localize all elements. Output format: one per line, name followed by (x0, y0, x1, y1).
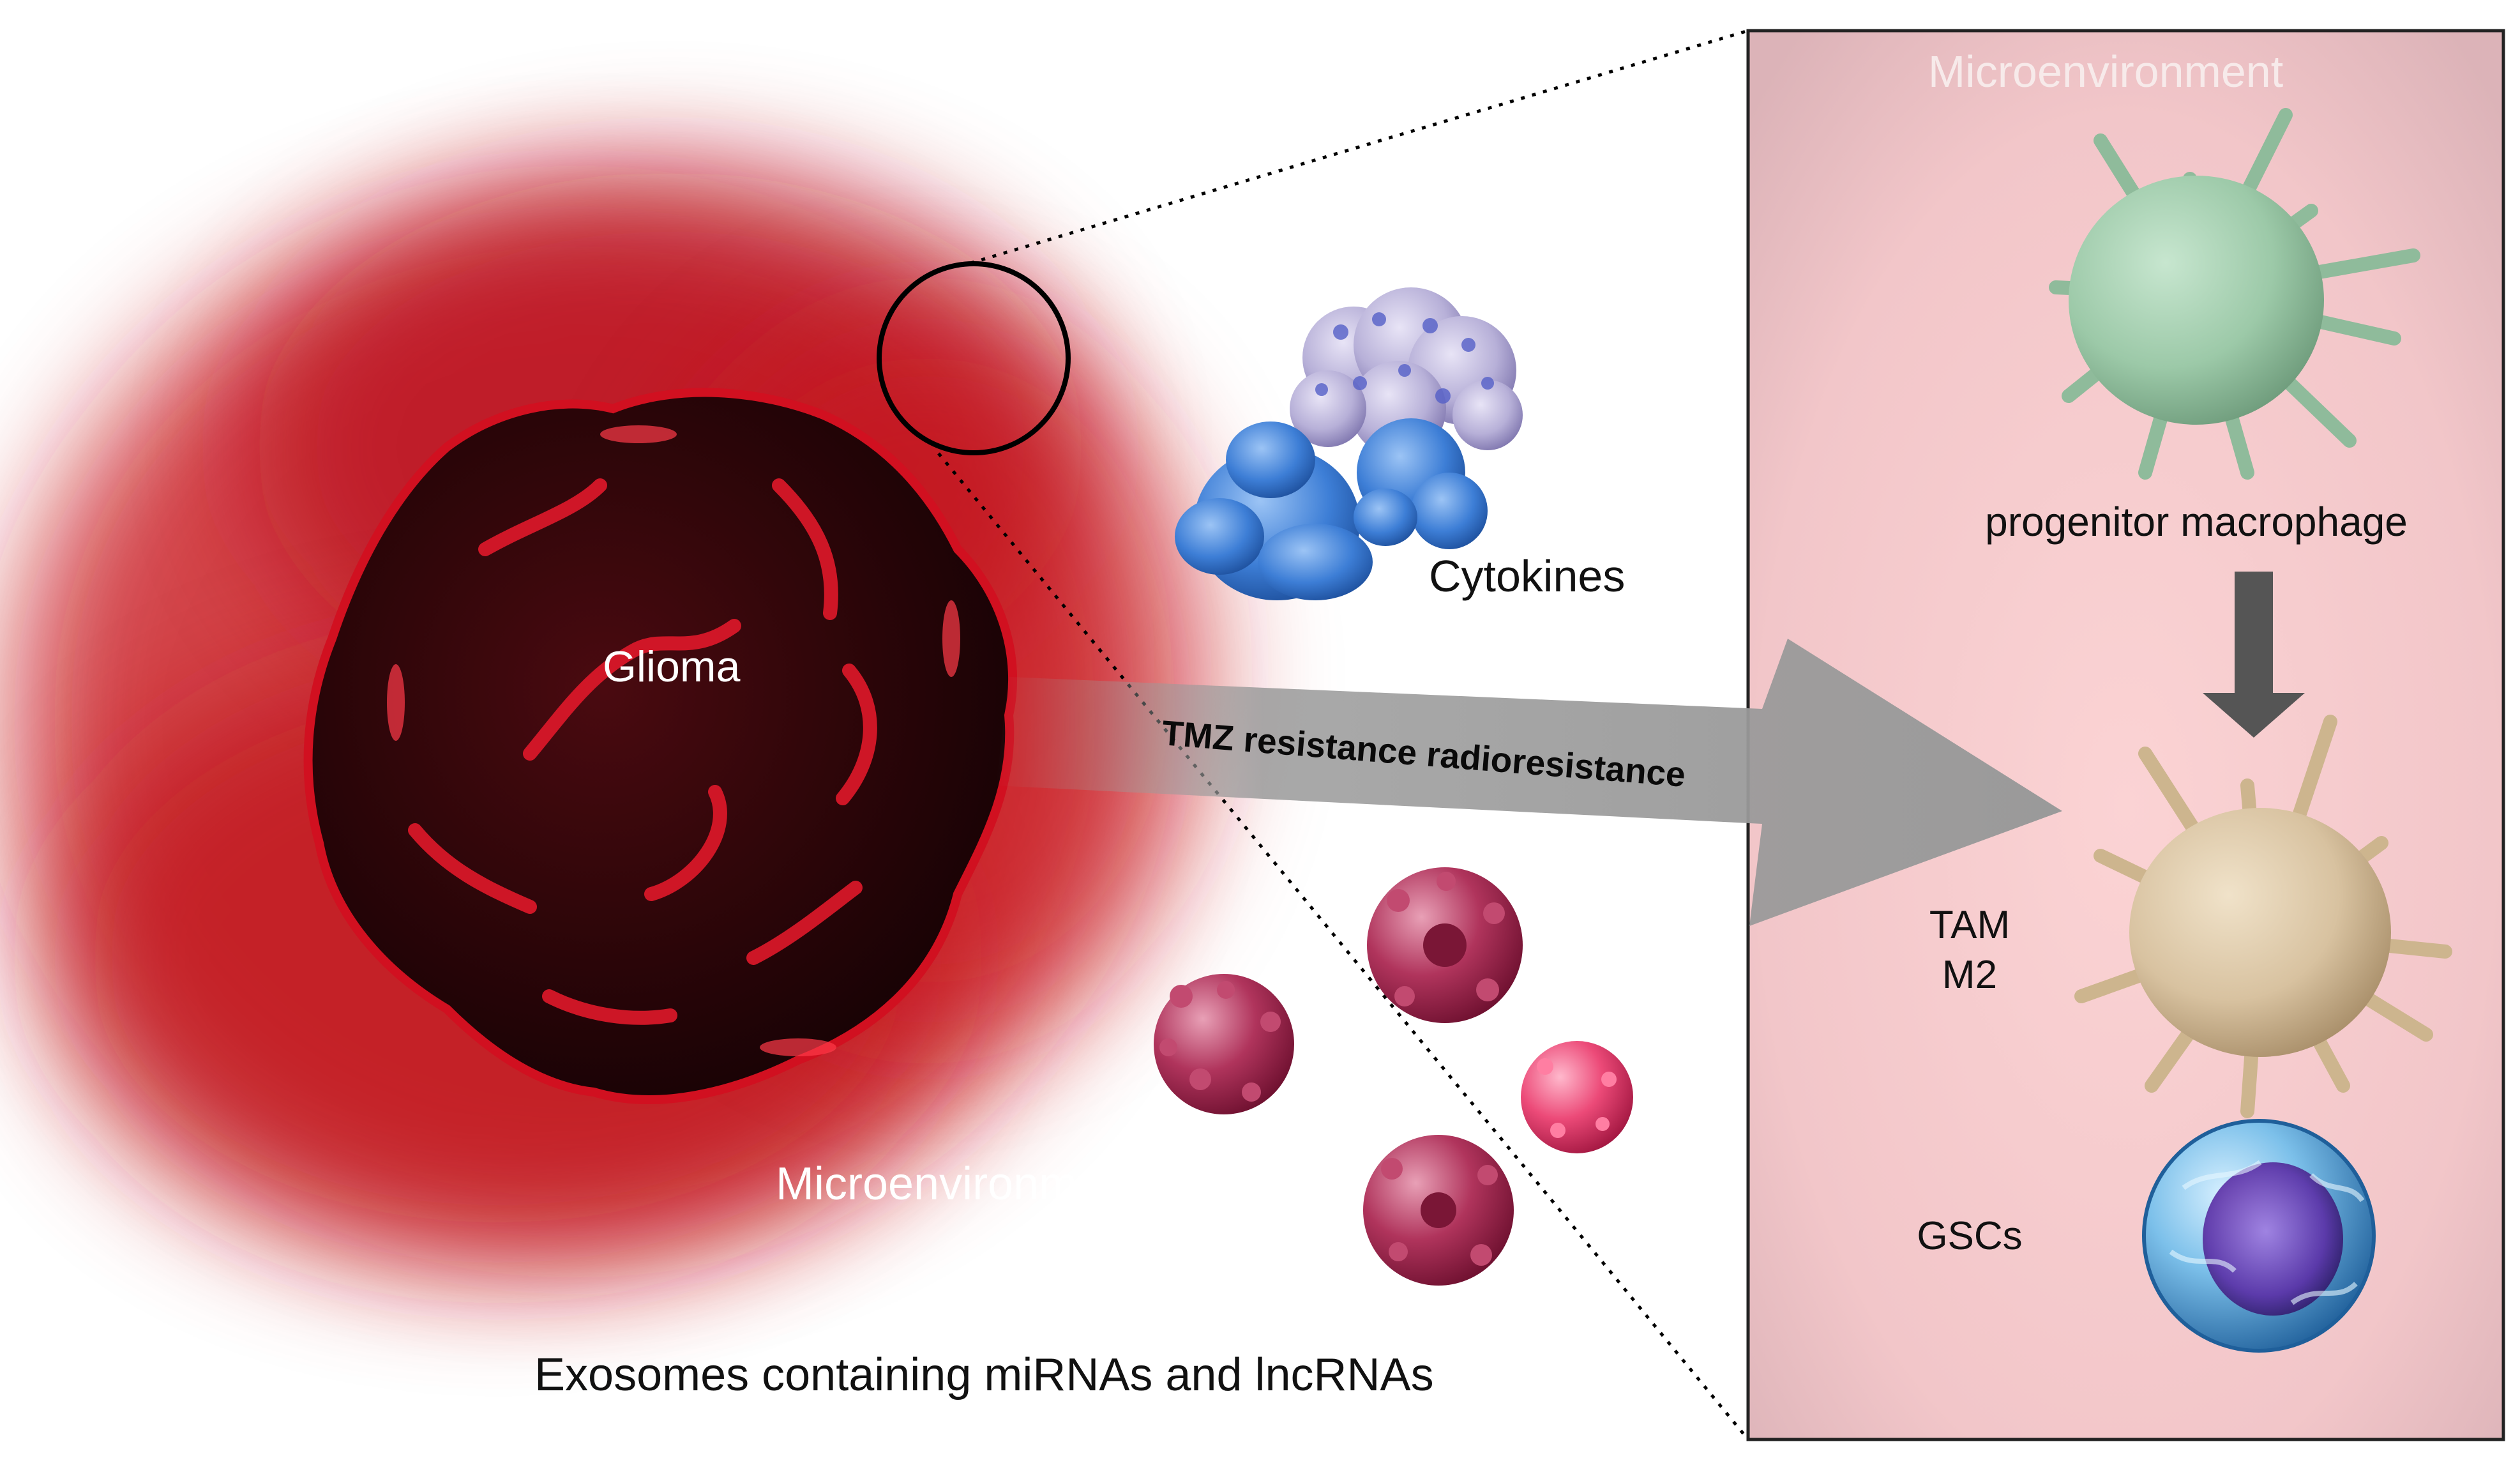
progenitor-macrophage-icon (2049, 108, 2420, 480)
tam-m2-cell-icon (2074, 715, 2452, 1118)
exosome-2 (1367, 867, 1523, 1023)
tam-m2-label: TAM M2 (1929, 900, 2010, 1000)
glioma-tumor-icon (303, 388, 1018, 1104)
down-arrow (2203, 572, 2305, 738)
zoom-lines (937, 29, 1749, 1441)
microenvironment-right-label: Microenvironment (1928, 47, 2284, 96)
exosome-3 (1521, 1041, 1633, 1153)
gsc-cell-icon (2142, 1119, 2376, 1353)
exosome-4 (1363, 1135, 1514, 1286)
tam-label: TAM (1929, 903, 2011, 947)
effect-arrow (996, 639, 2062, 926)
gscs-label: GSCs (1917, 1214, 2023, 1258)
microenvironment-left-label: Microenvironment (776, 1158, 1142, 1210)
cytokine-protein-icon (1175, 287, 1523, 600)
progenitor-macrophage-label: progenitor macrophage (1985, 499, 2408, 545)
cytokines-label: Cytokines (1429, 551, 1626, 601)
exosomes-label: Exosomes containing miRNAs and lncRNAs (534, 1349, 1434, 1401)
exosome-icon (1154, 867, 1633, 1286)
glioma-label: Glioma (603, 642, 741, 691)
m2-label: M2 (1942, 953, 1998, 997)
exosome-1 (1154, 974, 1294, 1114)
